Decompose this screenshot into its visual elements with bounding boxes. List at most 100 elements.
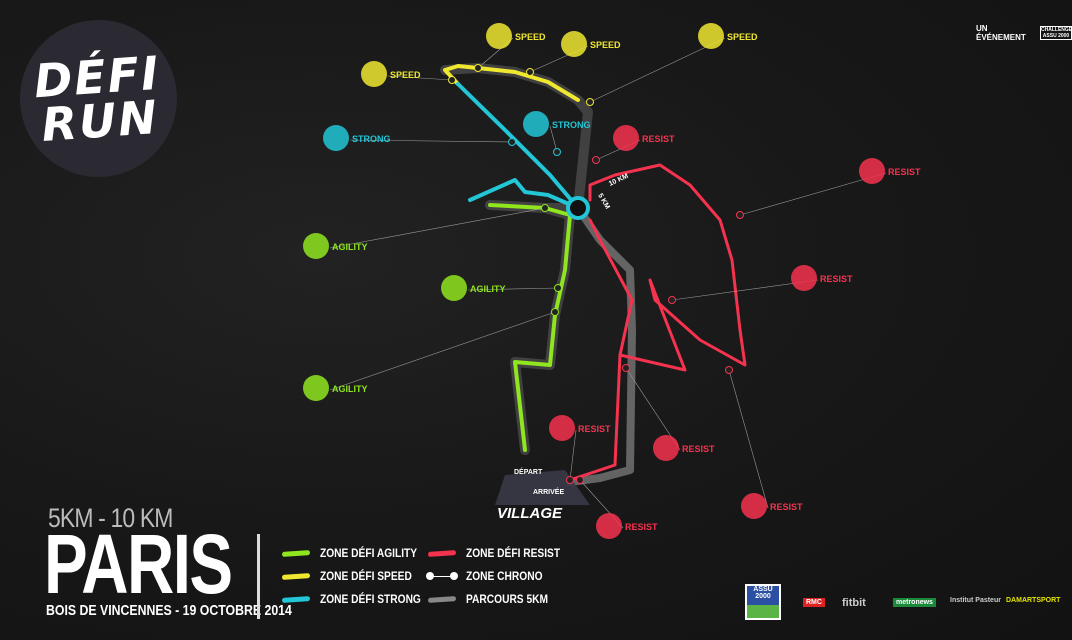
- sponsor-logo: DAMARTSPORT: [1006, 597, 1061, 604]
- agility-zone-icon: [441, 275, 467, 301]
- village-area: [495, 470, 590, 505]
- sponsor-logo: fitbit: [842, 597, 866, 609]
- zone-resist[interactable]: RESIST: [576, 476, 659, 540]
- zone-speed[interactable]: SPEED: [526, 31, 622, 76]
- organizer: UN ÉVÉNEMENT CHALLENGE ASSU 2000: [976, 24, 1072, 42]
- speed-zone-icon: [561, 31, 587, 57]
- checkpoint-marker: [566, 476, 574, 484]
- checkpoint-marker: [586, 98, 594, 106]
- leader-line: [739, 172, 887, 216]
- checkpoint-marker: [592, 156, 600, 164]
- zone-speed[interactable]: SPEED: [586, 23, 759, 106]
- place-date: BOIS DE VINCENNES - 19 OCTOBRE 2014: [46, 602, 292, 619]
- route-agility: [488, 203, 572, 452]
- strong-zone-icon: [323, 125, 349, 151]
- legend-swatch: [281, 549, 311, 557]
- route-strong: [456, 82, 580, 210]
- leader-line: [467, 287, 559, 291]
- leader-line: [549, 125, 558, 153]
- resist-zone-icon: [549, 415, 575, 441]
- leader-line: [349, 139, 513, 143]
- resist-zone-icon: [791, 265, 817, 291]
- legend-label: ZONE DÉFI SPEED: [320, 569, 412, 583]
- checkpoint-marker: [622, 364, 630, 372]
- resist-zone-icon: [613, 125, 639, 151]
- label-village: VILLAGE: [497, 505, 563, 522]
- organizer-logo: CHALLENGE ASSU 2000: [1040, 26, 1072, 40]
- zone-label: SPEED: [727, 32, 758, 42]
- checkpoint-marker: [576, 476, 584, 484]
- leader-line: [329, 207, 546, 249]
- label-start: DÉPART: [514, 467, 543, 476]
- checkpoint-marker: [448, 76, 456, 84]
- legend-item: PARCOURS 5KM: [427, 592, 562, 606]
- zone-agility[interactable]: AGILITY: [303, 308, 559, 402]
- zone-label: STRONG: [352, 134, 391, 144]
- legend-label: ZONE CHRONO: [466, 569, 543, 583]
- leader-line: [387, 75, 453, 81]
- zone-label: RESIST: [578, 424, 611, 434]
- zone-strong[interactable]: STRONG: [523, 111, 591, 156]
- city-title: PARIS: [44, 517, 233, 611]
- zone-resist[interactable]: RESIST: [622, 364, 716, 462]
- zone-resist[interactable]: RESIST: [592, 125, 676, 164]
- legend-item: ZONE CHRONO: [426, 569, 556, 583]
- hub-circle: [566, 196, 590, 220]
- checkpoint-marker: [553, 148, 561, 156]
- legend-label: PARCOURS 5KM: [466, 592, 548, 606]
- checkpoint-marker: [541, 204, 549, 212]
- zone-resist[interactable]: RESIST: [668, 265, 854, 304]
- zone-label: SPEED: [515, 32, 546, 42]
- legend-label: ZONE DÉFI AGILITY: [320, 546, 418, 560]
- organizer-prefix: UN ÉVÉNEMENT: [976, 24, 1026, 42]
- legend-item: ZONE DÉFI AGILITY: [281, 546, 434, 560]
- label-finish: ARRIVÉE: [533, 487, 564, 496]
- zone-label: RESIST: [625, 522, 658, 532]
- agility-zone-icon: [303, 375, 329, 401]
- zone-agility[interactable]: AGILITY: [441, 275, 562, 301]
- checkpoint-marker: [474, 64, 482, 72]
- zone-resist[interactable]: RESIST: [725, 366, 804, 520]
- checkpoint-marker: [508, 138, 516, 146]
- resist-zone-icon: [596, 513, 622, 539]
- legend-item: ZONE DÉFI RESIST: [427, 546, 577, 560]
- legend-swatch: [281, 595, 311, 603]
- legend-item: ZONE DÉFI SPEED: [281, 569, 428, 583]
- route-resist-b: [568, 353, 622, 482]
- distances: 5KM - 10 KM: [48, 503, 173, 533]
- zone-agility[interactable]: AGILITY: [303, 204, 549, 260]
- speed-zone-icon: [698, 23, 724, 49]
- zone-resist[interactable]: RESIST: [736, 158, 922, 219]
- sponsor-logo: ASSU 2000: [745, 584, 781, 620]
- zone-strong[interactable]: STRONG: [323, 125, 516, 151]
- zone-label: SPEED: [590, 40, 621, 50]
- legend-label: ZONE DÉFI RESIST: [466, 546, 561, 560]
- zone-resist[interactable]: RESIST: [549, 415, 611, 484]
- label-5km: 5 KM: [596, 193, 611, 211]
- zone-label: RESIST: [770, 502, 803, 512]
- sponsor-logo: RMC: [803, 598, 825, 607]
- leader-line: [728, 369, 769, 509]
- zone-label: SPEED: [390, 70, 421, 80]
- zone-label: AGILITY: [332, 384, 368, 394]
- zone-label: AGILITY: [470, 284, 506, 294]
- legend-swatch: [427, 549, 457, 557]
- agility-zone-icon: [303, 233, 329, 259]
- zone-label: RESIST: [820, 274, 853, 284]
- checkpoint-marker: [736, 211, 744, 219]
- checkpoint-marker: [668, 296, 676, 304]
- zone-speed[interactable]: SPEED: [361, 61, 456, 87]
- leader-line: [589, 37, 726, 103]
- legend-swatch: [426, 571, 458, 580]
- divider: [257, 534, 260, 619]
- leader-line: [569, 429, 577, 481]
- strong-zone-icon: [523, 111, 549, 137]
- zone-label: RESIST: [888, 167, 921, 177]
- checkpoint-marker: [554, 284, 562, 292]
- sponsor-logo: metronews: [893, 598, 936, 607]
- logo-line2: RUN: [39, 89, 161, 152]
- legend-swatch: [281, 572, 311, 580]
- zone-speed[interactable]: SPEED: [474, 23, 547, 72]
